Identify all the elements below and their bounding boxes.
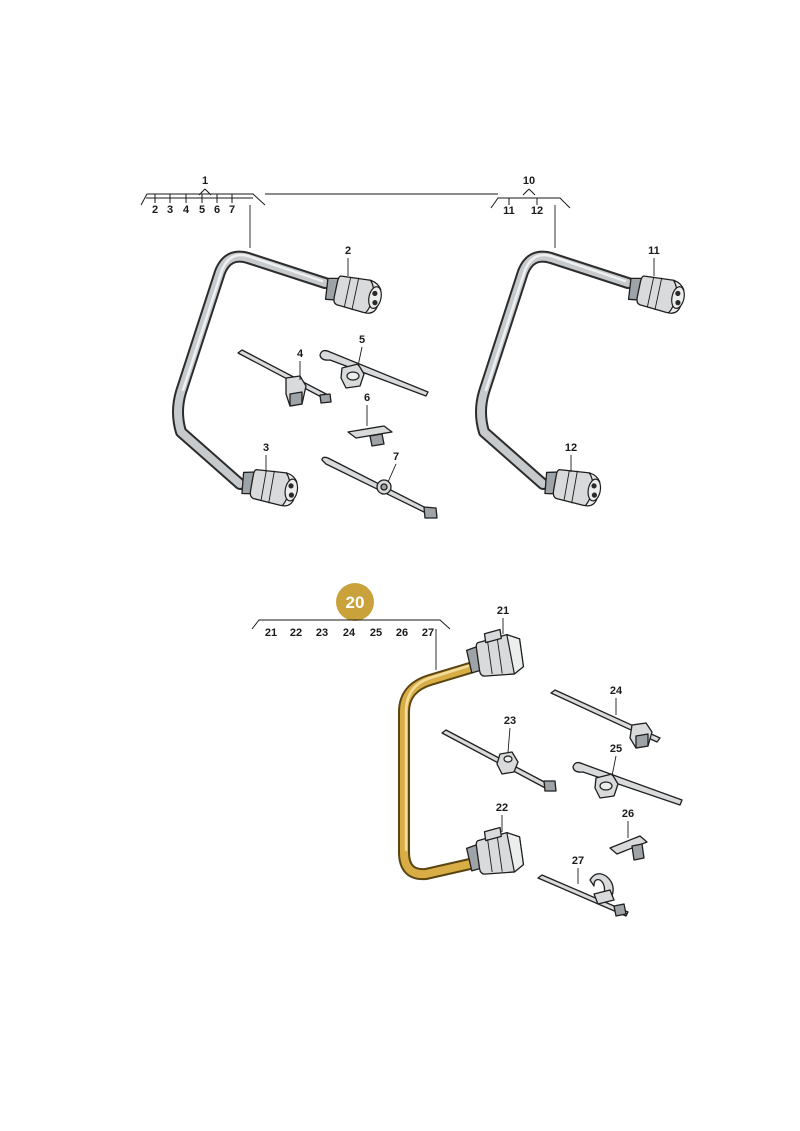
- wiring-harness-10: [475, 250, 688, 509]
- connector-11: [624, 270, 688, 317]
- group-1-tree: 1 2 3 4 5 6 7: [140, 175, 266, 248]
- callout-22: 22: [496, 802, 508, 814]
- group-20-child-label: 23: [316, 627, 328, 639]
- group-20-tree: 20 21 22 23 24 25 26 27: [251, 583, 451, 670]
- callout-25: 25: [610, 743, 622, 755]
- bracket-6: [347, 425, 393, 447]
- group-10-tree: 10 11 12: [490, 175, 571, 248]
- group-1-root-label: 1: [202, 175, 208, 187]
- callout-11: 11: [648, 245, 660, 257]
- connector-12: [541, 464, 604, 509]
- group-1-child-label: 4: [183, 204, 190, 216]
- callout-6: 6: [364, 392, 370, 404]
- cable-tie-5: [319, 349, 429, 397]
- wiring-harness-1: [172, 250, 385, 509]
- group-20-child-label: 24: [343, 627, 356, 639]
- group-20-child-label: 21: [265, 627, 277, 639]
- bracket-26: [609, 835, 648, 861]
- cable-tie-24: [550, 689, 661, 749]
- cable-tie-7: [321, 456, 438, 519]
- group-10-root-label: 10: [523, 175, 535, 187]
- group-20-child-label: 22: [290, 627, 302, 639]
- callout-3: 3: [263, 442, 269, 454]
- connector-22: [463, 824, 525, 879]
- group-1-child-label: 2: [152, 204, 158, 216]
- callout-7: 7: [393, 451, 399, 463]
- group-10-child-label: 12: [531, 205, 543, 217]
- connector-21: [463, 626, 525, 681]
- callout-5: 5: [359, 334, 365, 346]
- callout-26: 26: [622, 808, 634, 820]
- callout-12: 12: [565, 442, 577, 454]
- group-20-child-label: 25: [370, 627, 382, 639]
- wiring-harness-20: [398, 626, 525, 881]
- connector-2: [321, 270, 385, 317]
- connector-3: [238, 464, 301, 509]
- group-10-child-label: 11: [503, 205, 515, 217]
- highlight-badge: [336, 583, 374, 621]
- callout-24: 24: [610, 685, 623, 697]
- group-20-child-label: 27: [422, 627, 434, 639]
- cable-tie-25: [572, 761, 683, 806]
- group-1-child-label: 6: [214, 204, 220, 216]
- callout-27: 27: [572, 855, 584, 867]
- callout-21: 21: [497, 605, 509, 617]
- group-20-child-label: 26: [396, 627, 408, 639]
- callout-2: 2: [345, 245, 351, 257]
- group-1-child-label: 7: [229, 204, 235, 216]
- cable-tie-4: [237, 349, 332, 407]
- group-20-root-label: 20: [346, 593, 365, 612]
- callout-4: 4: [297, 348, 304, 360]
- group-1-child-label: 5: [199, 204, 205, 216]
- cable-tie-23: [441, 729, 557, 792]
- callout-23: 23: [504, 715, 516, 727]
- cable-tie-27: [537, 873, 629, 917]
- group-1-child-label: 3: [167, 204, 173, 216]
